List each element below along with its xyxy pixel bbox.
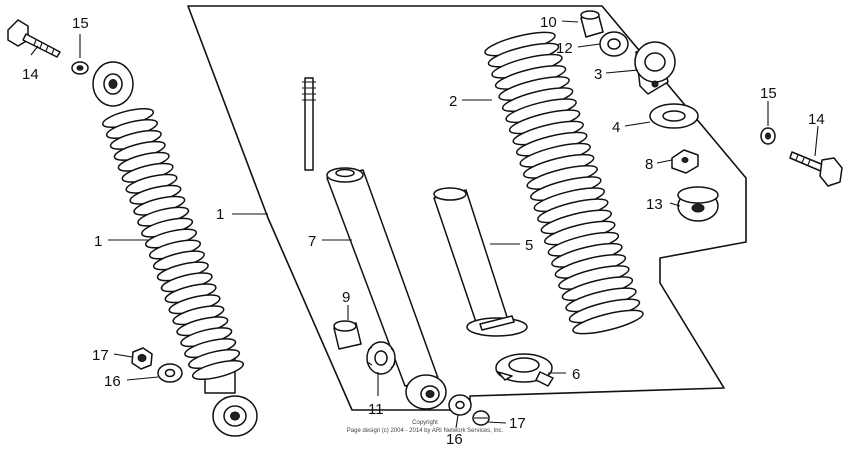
label-6: 6 <box>572 366 580 383</box>
nut-part-17-left[interactable] <box>131 347 153 370</box>
label-17: 17 <box>92 347 109 364</box>
nut-part-17-bottom[interactable] <box>472 410 490 426</box>
label-15: 15 <box>72 15 89 32</box>
label-16: 16 <box>104 373 121 390</box>
label-8: 8 <box>645 156 653 173</box>
tube-part-5[interactable] <box>433 187 528 337</box>
damper-part-7[interactable] <box>302 77 447 410</box>
washer-part-15-right[interactable] <box>760 127 776 145</box>
leader-lines <box>30 20 819 429</box>
washer-part-16-left[interactable] <box>157 363 183 383</box>
label-15-right: 15 <box>760 85 777 102</box>
label-7: 7 <box>308 233 316 250</box>
shock-absorber-assembly[interactable] <box>92 61 258 437</box>
washer-part-15-left[interactable] <box>71 61 89 75</box>
collar-part-10[interactable] <box>580 10 604 38</box>
label-13: 13 <box>646 196 663 213</box>
label-14-right: 14 <box>808 111 825 128</box>
label-9: 9 <box>342 289 350 306</box>
callout-labels: 14 15 1 17 16 1 7 9 11 2 5 6 10 12 3 4 8… <box>22 14 825 448</box>
spring-coil <box>191 359 245 381</box>
bushing-part-11[interactable] <box>366 341 396 375</box>
collar-part-9[interactable] <box>333 320 362 350</box>
bushing-part-12[interactable] <box>599 31 629 57</box>
label-14: 14 <box>22 66 39 83</box>
washer-part-16-bottom[interactable] <box>448 394 472 416</box>
bolt-part-14-right[interactable] <box>789 151 843 187</box>
shock-spring <box>101 107 245 381</box>
spring-adjuster-part-6[interactable] <box>495 353 554 387</box>
page-design-credit: Page design (c) 2004 - 2014 by ARI Netwo… <box>347 428 504 434</box>
label-12: 12 <box>556 40 573 57</box>
spring-coil <box>572 309 644 335</box>
label-2: 2 <box>449 93 457 110</box>
cap-part-13[interactable] <box>677 186 719 222</box>
label-10: 10 <box>540 14 557 31</box>
label-16-bottom: 16 <box>446 431 463 448</box>
label-5: 5 <box>525 237 533 254</box>
bolt-part-14-left[interactable] <box>7 19 61 58</box>
copyright-line: Copyright <box>412 420 438 426</box>
spring-seat-eye-part-3[interactable] <box>634 41 676 95</box>
label-17-bottom: 17 <box>509 415 526 432</box>
spring-seat-part-4[interactable] <box>649 103 699 129</box>
nut-part-8[interactable] <box>671 149 699 174</box>
label-1-assembly: 1 <box>216 206 224 223</box>
assembly-outline <box>187 5 747 411</box>
label-3: 3 <box>594 66 602 83</box>
label-4: 4 <box>612 119 620 136</box>
label-1: 1 <box>94 233 102 250</box>
spring-part-2[interactable] <box>483 28 645 339</box>
label-11: 11 <box>368 401 384 418</box>
